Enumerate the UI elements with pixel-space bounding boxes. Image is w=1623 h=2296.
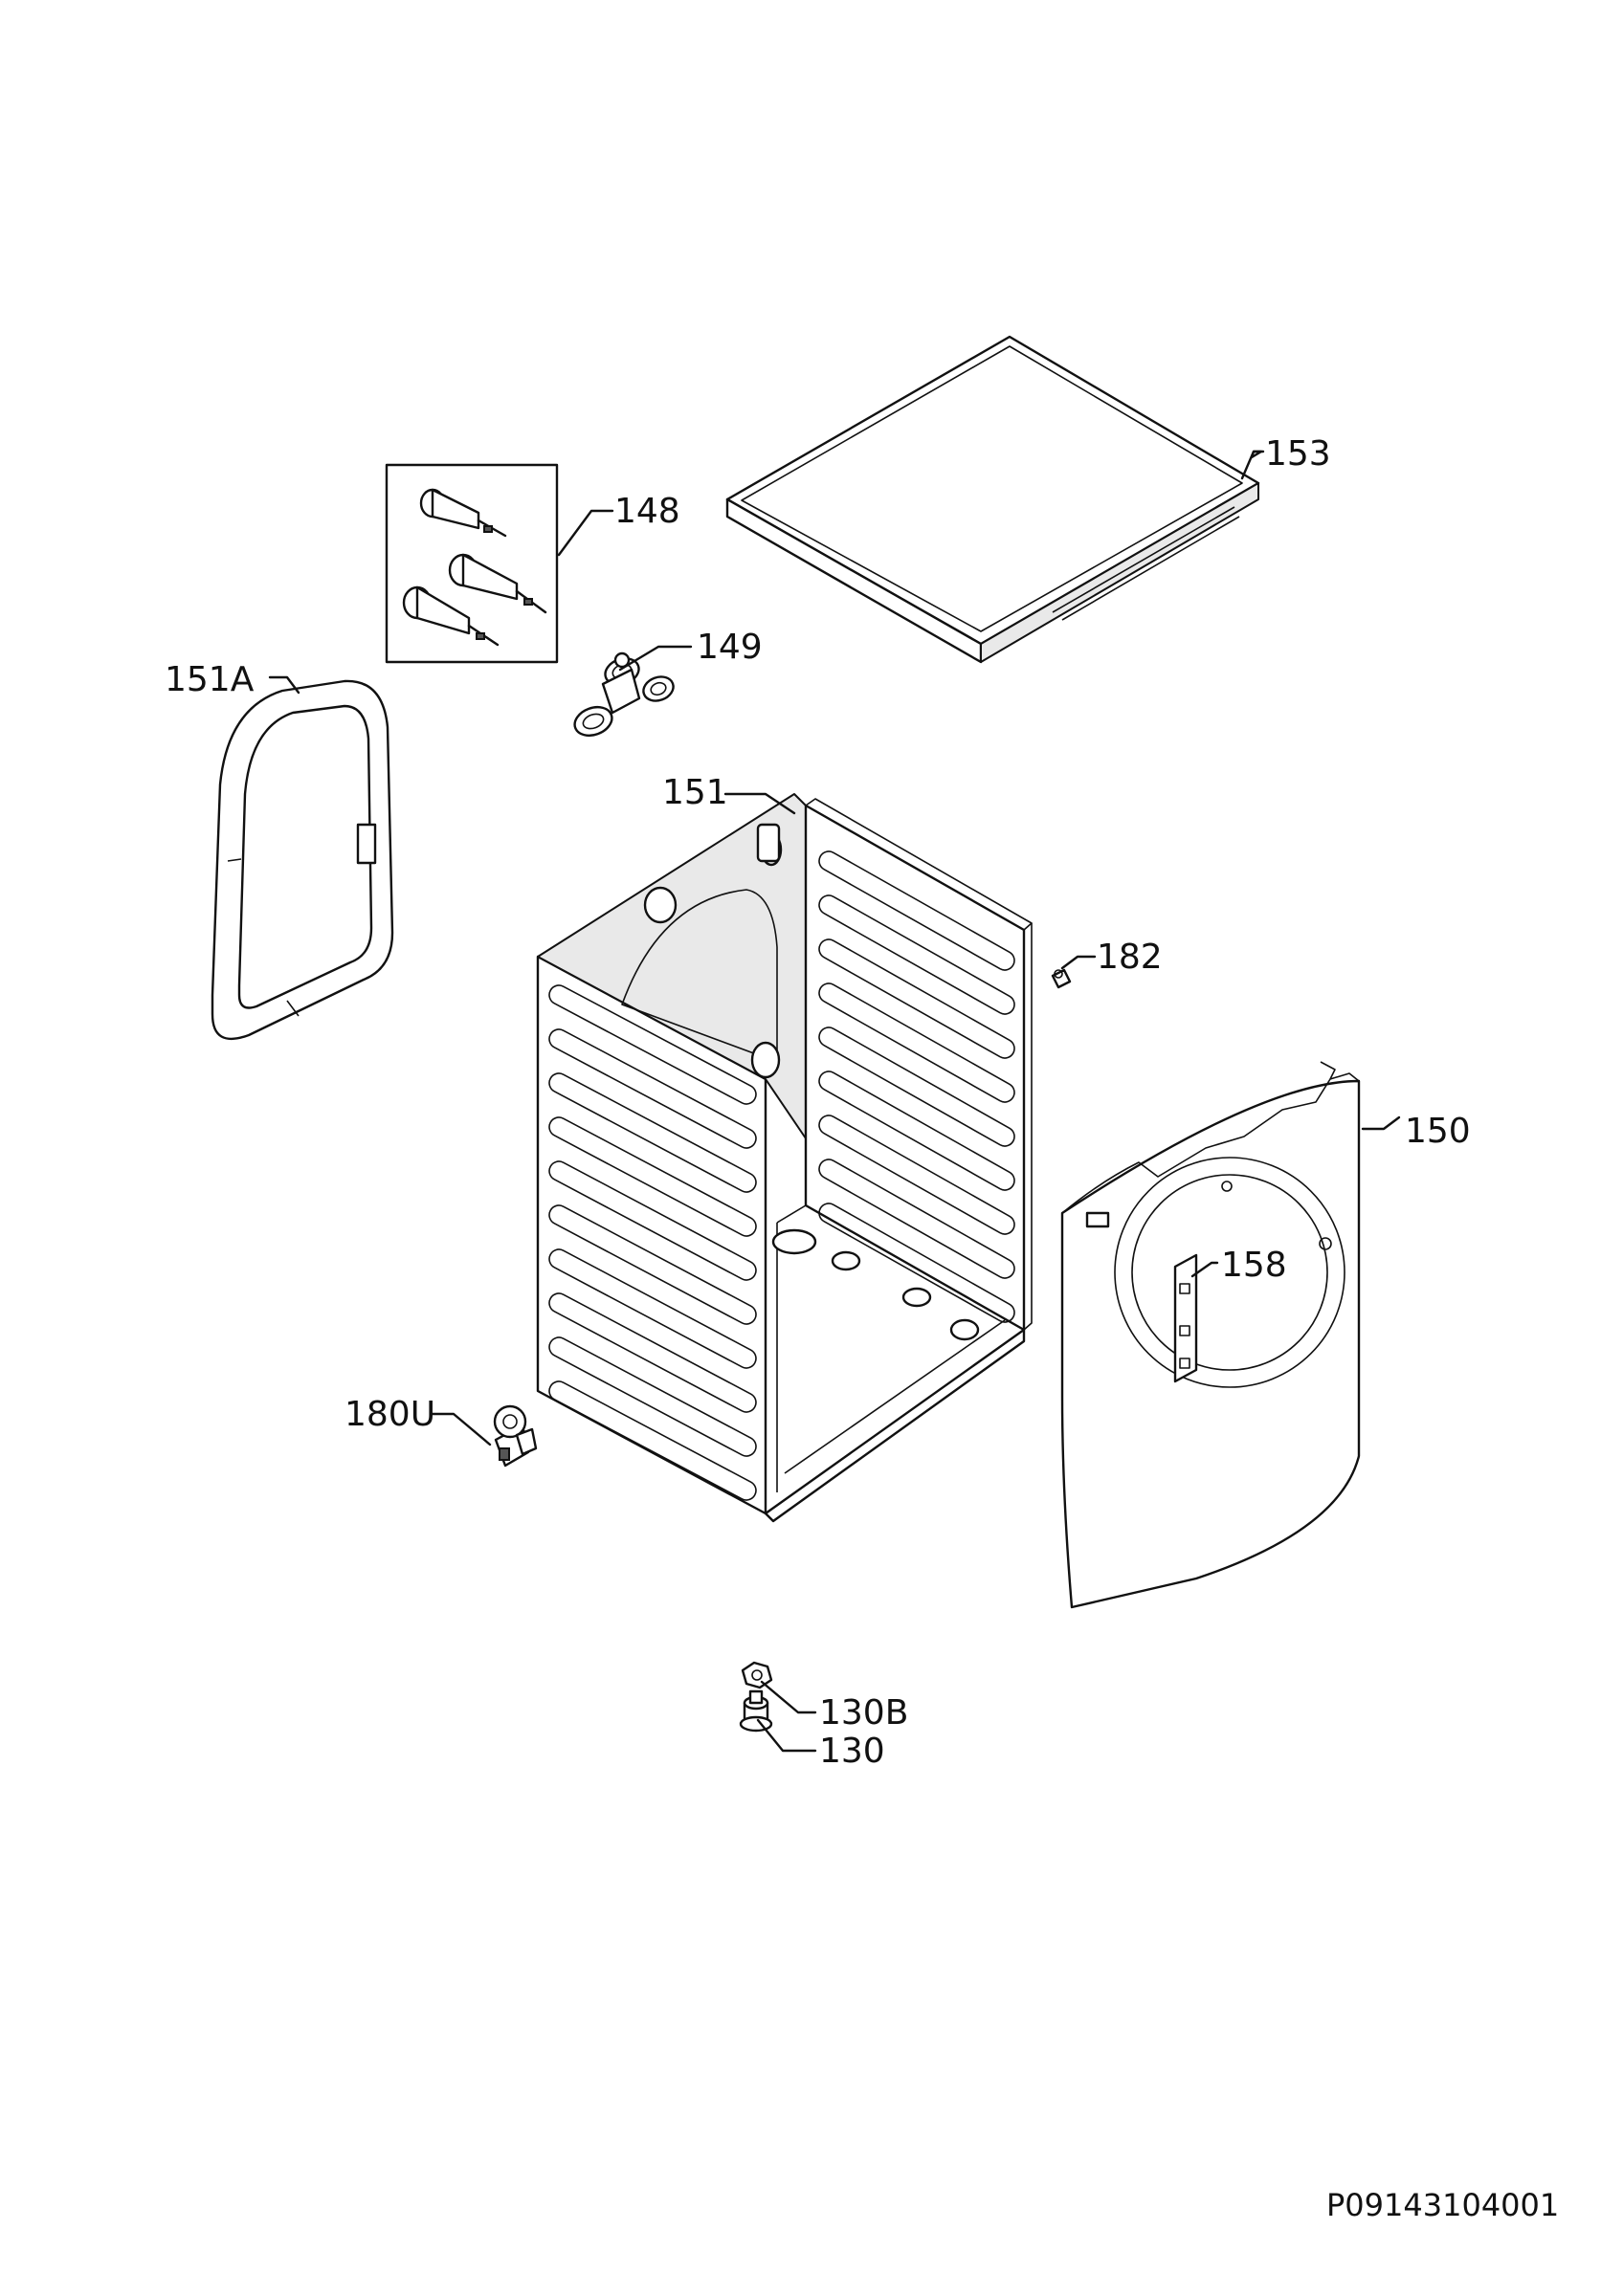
part-182-clip[interactable] [1051, 968, 1072, 989]
panel-rib [818, 850, 1015, 971]
callout-180u: 180U [345, 1395, 435, 1434]
callout-148: 148 [614, 492, 680, 531]
callout-150: 150 [1405, 1112, 1471, 1151]
panel-rib [548, 1116, 757, 1237]
panel-rib [818, 1115, 1015, 1235]
panel-rib [548, 1204, 757, 1325]
part-151a-frame-seal[interactable] [211, 679, 394, 1040]
drawing-code: P09143104001 [1326, 2187, 1559, 2223]
callout-153: 153 [1265, 434, 1331, 474]
callout-labels: 153 148 149 151A 151 182 150 158 180U 13… [165, 434, 1559, 2223]
part-180u-bracket[interactable] [493, 1404, 538, 1468]
callout-130: 130 [819, 1732, 885, 1771]
callout-182: 182 [1097, 938, 1163, 977]
panel-rib [818, 1071, 1015, 1191]
panel-rib [548, 1248, 757, 1369]
panel-rib [548, 1380, 757, 1501]
callout-158: 158 [1221, 1246, 1287, 1285]
callout-151a: 151A [165, 660, 255, 699]
panel-rib [548, 1072, 757, 1193]
panel-rib [548, 984, 757, 1105]
panel-rib [548, 1160, 757, 1281]
panel-rib [548, 1028, 757, 1149]
part-148-transit-bolts[interactable] [385, 463, 559, 664]
part-130b-nut[interactable] [741, 1661, 773, 1689]
leader-lines [268, 450, 1401, 1753]
part-151-cabinet[interactable] [536, 793, 1033, 1523]
part-150-front-panel[interactable] [1060, 1061, 1361, 1609]
panel-rib [818, 1203, 1015, 1323]
callout-149: 149 [697, 628, 763, 667]
panel-rib [548, 1336, 757, 1457]
panel-rib [818, 894, 1015, 1015]
panel-rib [818, 982, 1015, 1103]
part-149-fittings[interactable] [570, 651, 677, 740]
part-158-display-strip[interactable] [1173, 1253, 1198, 1383]
callout-151: 151 [662, 773, 728, 812]
callout-130b: 130B [819, 1693, 908, 1733]
part-130-foot[interactable] [739, 1689, 773, 1733]
panel-rib [818, 1159, 1015, 1279]
panel-rib [818, 1027, 1015, 1147]
panel-rib [548, 1292, 757, 1413]
part-153-top-cover[interactable] [725, 335, 1260, 664]
panel-rib [818, 938, 1015, 1059]
